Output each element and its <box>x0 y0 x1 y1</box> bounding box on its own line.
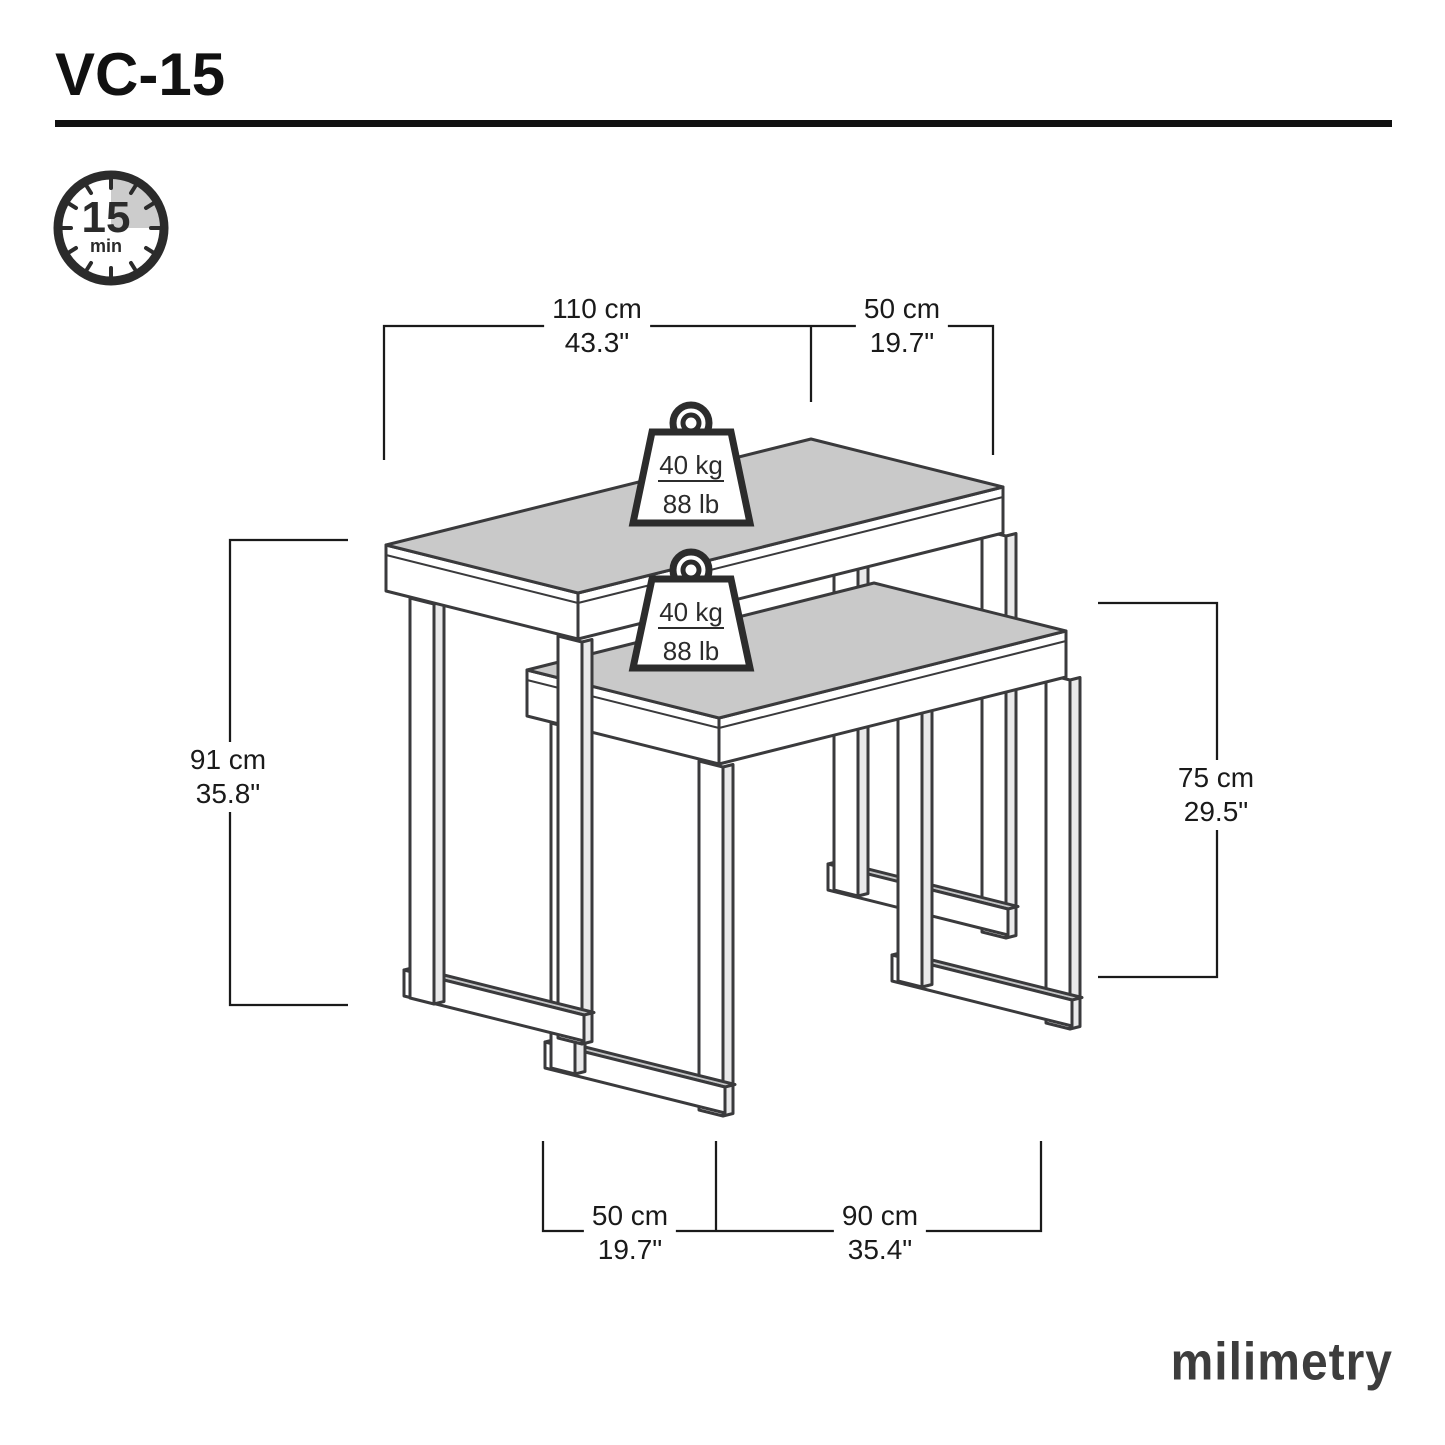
clock-minutes: 15 <box>82 193 131 242</box>
dim-label-large-depth: 50 cm 19.7" <box>855 291 949 361</box>
weight-body <box>628 575 755 672</box>
clock-ticks <box>59 176 163 280</box>
dim-label-large-height: 91 cm 35.8" <box>181 742 275 812</box>
dim-top <box>382 324 995 460</box>
foot-rail <box>402 968 586 1043</box>
dim-large-width-inch: 43.3" <box>564 327 630 358</box>
tables-drawing <box>384 437 1084 1118</box>
weight-kg-label: 40 kg <box>659 450 723 480</box>
dim-small-height-inch: 29.5" <box>1183 796 1249 827</box>
title-rule <box>55 120 1392 127</box>
dim-large-height-inch: 35.8" <box>195 778 261 809</box>
tabletop-lip-line <box>385 496 1004 604</box>
weight-body <box>628 428 755 527</box>
foot-rail <box>543 1040 727 1115</box>
dim-label-small-height: 75 cm 29.5" <box>1169 760 1263 830</box>
dim-small-width-inch: 35.4" <box>847 1234 913 1265</box>
weight-lb-label: 88 lb <box>663 636 719 666</box>
dim-large-width-cm: 110 cm <box>552 293 642 324</box>
dim-small-width-cm: 90 cm <box>841 1200 919 1231</box>
dim-large-depth-inch: 19.7" <box>869 327 935 358</box>
dim-label-large-width: 110 cm 43.3" <box>544 291 650 361</box>
leg-post <box>980 528 1008 940</box>
leg-post <box>408 596 436 1006</box>
weight-capacity-icon-small: 40 kg 88 lb <box>628 548 755 672</box>
clock-unit: min <box>90 236 122 256</box>
small-table-right-leg <box>890 634 1084 1031</box>
dim-small-depth-cm: 50 cm <box>591 1200 669 1231</box>
leg-post <box>556 634 584 1046</box>
leg-post <box>697 759 725 1118</box>
dim-large-height-cm: 91 cm <box>189 744 267 775</box>
dim-small-height-cm: 75 cm <box>1177 762 1255 793</box>
brand-logo: milimetry <box>1170 1333 1393 1392</box>
clock-quarter-wedge <box>111 179 160 228</box>
leg-post <box>1044 672 1072 1031</box>
weight-lb-label: 88 lb <box>663 489 719 519</box>
tabletop-surface <box>525 581 1068 720</box>
assembly-time-icon: 15 min <box>53 170 169 286</box>
page-title: VC-15 <box>55 41 226 108</box>
dim-large-depth-cm: 50 cm <box>863 293 941 324</box>
dim-label-small-depth: 50 cm 19.7" <box>583 1198 677 1268</box>
dim-label-small-width: 90 cm 35.4" <box>833 1198 927 1268</box>
foot-rail <box>890 953 1074 1028</box>
dim-bottom <box>541 1141 1043 1233</box>
large-table-left-leg <box>402 596 596 1046</box>
weight-capacity-icon-large: 40 kg 88 lb <box>628 401 755 527</box>
dim-small-depth-inch: 19.7" <box>597 1234 663 1265</box>
weight-kg-label: 40 kg <box>659 597 723 627</box>
